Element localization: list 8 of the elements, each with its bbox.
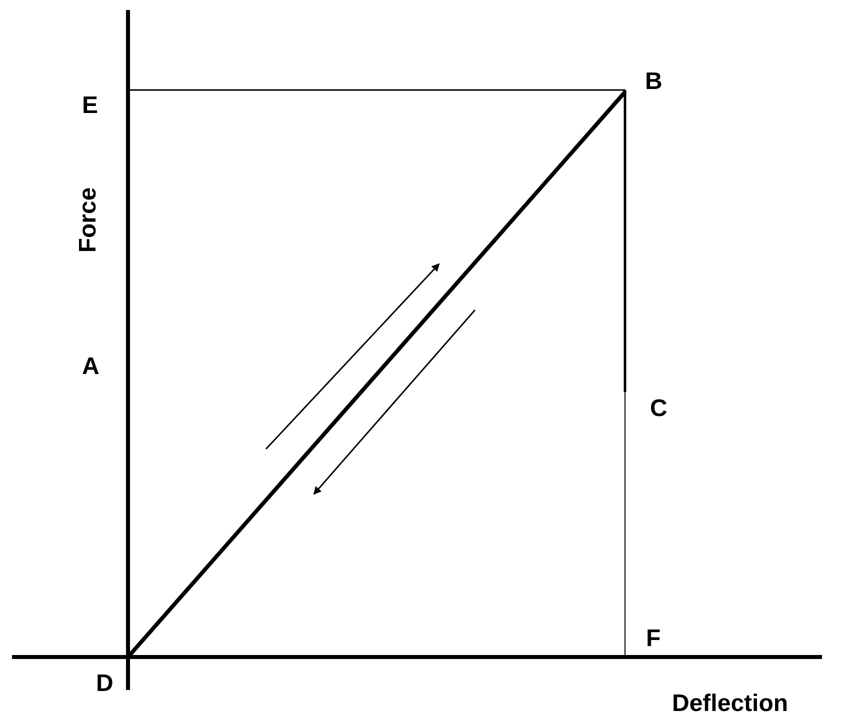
axis-label: Force: [76, 187, 100, 253]
point-label: E: [82, 94, 98, 118]
point-label: C: [650, 397, 668, 421]
point-label: A: [82, 355, 100, 379]
point-label: F: [646, 627, 661, 651]
point-label: B: [645, 70, 662, 94]
point-label: D: [96, 672, 114, 696]
axis-label: Deflection: [672, 692, 788, 716]
